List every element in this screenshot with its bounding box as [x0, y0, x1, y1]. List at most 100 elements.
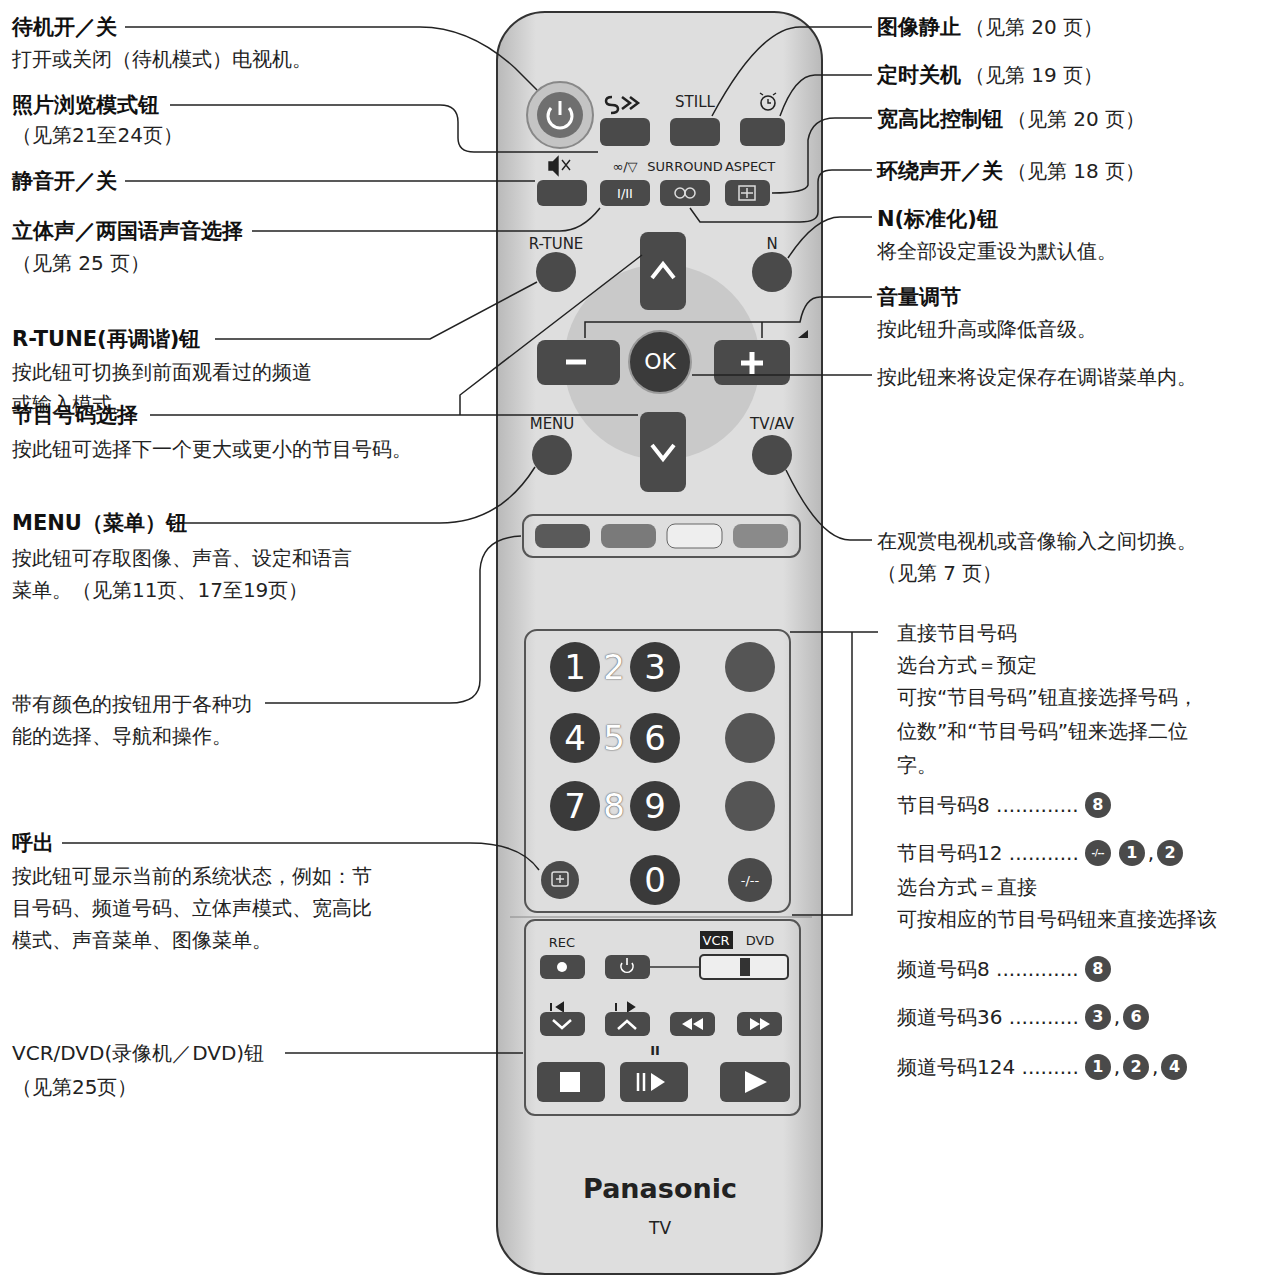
callout-heading: N(标准化)钮	[877, 204, 998, 234]
separator-comma: ,	[1148, 838, 1154, 868]
remote-drawing-part	[651, 1073, 665, 1091]
vcr-dvd-panel	[510, 917, 812, 1115]
remote-drawing-part	[600, 180, 650, 206]
remote-drawing-part	[553, 1020, 571, 1028]
remote-drawing-part	[675, 188, 685, 198]
remote-drawing-part	[621, 958, 633, 972]
button-label: VCR	[702, 934, 729, 947]
remote-body	[497, 12, 822, 1274]
remote-drawing-part	[618, 1021, 636, 1029]
callout-text: 可按相应的节目号码钮来直接选择该	[897, 904, 1217, 934]
button-label: ∞/▽	[612, 160, 637, 173]
button-label: R-TUNE	[529, 237, 584, 252]
remote-drawing-part	[630, 855, 680, 905]
callout-heading: 立体声／两国语声音选择	[12, 216, 243, 246]
callout-heading: 定时关机	[877, 60, 961, 90]
callout-heading: 音量调节	[877, 282, 961, 312]
remote-drawing-part	[714, 340, 790, 385]
button-label: TV/AV	[750, 417, 794, 432]
remote-drawing-part	[537, 1062, 605, 1102]
callout-text: 按此钮可显示当前的系统状态，例如：节 目号码、频道号码、立体声模式、宽高比 模式…	[12, 860, 380, 956]
remote-drawing-part	[497, 12, 822, 1274]
remote-drawing-part	[549, 157, 570, 175]
remote-drawing-part	[125, 180, 535, 182]
button-label: 6	[644, 721, 666, 755]
remote-drawing-part	[752, 252, 792, 292]
button-label: N	[766, 237, 777, 252]
remote-drawing-part	[739, 186, 755, 200]
button-label: 5	[603, 721, 625, 755]
button-number-mark: 1	[1085, 1054, 1111, 1080]
button-number-mark: 1	[1119, 840, 1145, 866]
remote-drawing-part	[798, 330, 808, 338]
callout-heading: 图像静止	[877, 12, 961, 42]
separator-comma: ,	[1152, 1052, 1158, 1082]
callout-heading: 静音开／关	[12, 166, 117, 196]
remote-drawing-part	[725, 713, 775, 763]
callout-heading: 环绕声开／关	[877, 156, 1003, 186]
remote-drawing-part	[652, 445, 674, 459]
remote-drawing-part	[540, 1012, 585, 1036]
button-label: II	[650, 1044, 660, 1057]
callout-heading: R-TUNE(再调谐)钮	[12, 324, 200, 354]
button-label: DVD	[746, 934, 775, 947]
remote-drawing-part	[670, 118, 720, 146]
callout-text: （见第21至24页）	[12, 120, 183, 150]
remote-drawing-part	[535, 524, 590, 548]
button-label: SURROUND	[647, 160, 722, 173]
remote-drawing-part	[605, 955, 650, 979]
remote-drawing-part	[788, 217, 872, 258]
remote-drawing-part	[629, 331, 691, 393]
button-label: 2	[603, 650, 625, 684]
callout-heading: 节目号码选择	[12, 400, 138, 430]
remote-drawing-part	[780, 75, 872, 116]
remote-drawing-part	[527, 82, 593, 148]
remote-drawing-part	[170, 105, 598, 152]
button-label: 7	[564, 789, 586, 823]
callout-heading: MENU（菜单）钮	[12, 508, 187, 538]
remote-drawing-part	[630, 642, 680, 692]
remote-drawing-part	[667, 524, 722, 548]
colour-buttons	[523, 515, 800, 557]
remote-drawing-part	[630, 713, 680, 763]
callout-heading: 呼出	[12, 828, 54, 858]
button-number-mark: 4	[1161, 1054, 1187, 1080]
number-pad	[525, 630, 790, 912]
callout-text: 按此钮升高或降低音级。	[877, 314, 1097, 344]
callout-text: 打开或关闭（待机模式）电视机。	[12, 44, 312, 74]
callout-heading: 照片浏览模式钮	[12, 90, 159, 120]
remote-drawing-part	[682, 1018, 703, 1030]
button-label: 3	[644, 650, 666, 684]
remote-drawing-part	[740, 958, 750, 976]
callout-text: 带有颜色的按钮用于各种功 能的选择、导航和操作。	[12, 688, 260, 752]
button-label: ASPECT	[725, 160, 775, 173]
remote-drawing-part	[741, 188, 753, 198]
remote-drawing-part	[525, 920, 800, 1115]
remote-drawing-part	[752, 435, 792, 475]
remote-drawing-part	[252, 208, 600, 231]
callout-text: 在观赏电视机或音像输入之间切换。	[877, 526, 1197, 556]
callout-text: 选台方式＝直接	[897, 872, 1037, 902]
remote-drawing-part	[640, 412, 686, 492]
remote-drawing-part	[733, 524, 788, 548]
remote-drawing-part	[670, 1012, 715, 1036]
remote-drawing-part	[725, 781, 775, 831]
remote-drawing-part	[725, 642, 775, 692]
remote-drawing-part	[685, 188, 695, 198]
remote-drawing-part	[601, 524, 656, 548]
callout-text: 按此钮可选择下一个更大或更小的节目号码。	[12, 434, 412, 464]
button-label: I/II	[617, 187, 633, 200]
callout-text: （见第 20 页）	[965, 12, 1103, 42]
separator-comma: ,	[1114, 1052, 1120, 1082]
remote-drawing-part	[660, 180, 710, 206]
remote-drawing-part	[605, 1012, 650, 1036]
remote-drawing-part	[557, 962, 567, 972]
button-label: -/--	[741, 874, 759, 887]
callout-text: 将全部设定重设为默认值。	[877, 236, 1117, 266]
button-number-mark: 2	[1123, 1054, 1149, 1080]
button-label: TV	[649, 1220, 671, 1237]
button-number-mark: 3	[1085, 1004, 1111, 1030]
button-label: MENU	[530, 417, 575, 432]
